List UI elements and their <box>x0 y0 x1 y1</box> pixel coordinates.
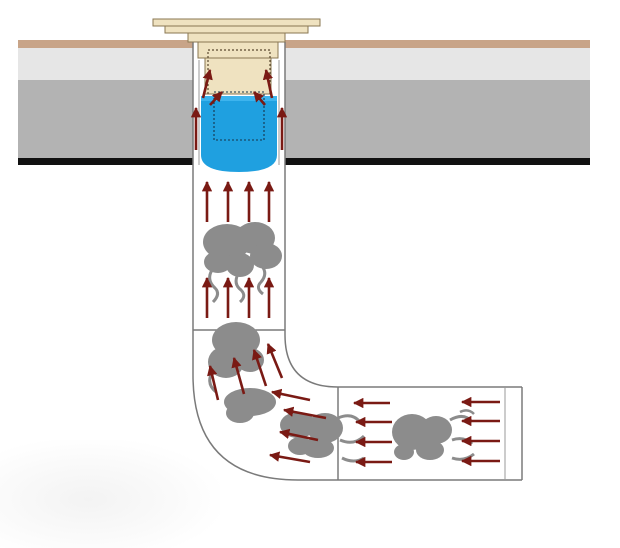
diagonal-arrow-icon <box>268 451 311 464</box>
concrete-slab <box>18 80 590 158</box>
diagonal-arrow-icon <box>253 91 266 106</box>
drain-strainer-body <box>204 57 272 95</box>
diagonal-arrow-icon <box>209 91 223 106</box>
pipe-inner-wall <box>284 42 522 388</box>
diagonal-arrow-icon <box>207 364 220 401</box>
floor-slab <box>18 40 590 165</box>
strainer-cup-outline <box>213 91 265 141</box>
floor-tile-layer <box>18 40 590 48</box>
floor-drain-cap <box>152 18 321 141</box>
airflow-arrows <box>190 68 500 468</box>
drain-grate-top <box>152 18 321 27</box>
diagonal-arrow-icon <box>266 343 284 379</box>
diagonal-arrow-icon <box>282 406 327 420</box>
pipe-outer-wall <box>192 42 522 481</box>
diagonal-arrow-icon <box>201 68 213 99</box>
floor-screed-layer <box>18 48 590 80</box>
background-glow <box>0 440 220 548</box>
diagonal-arrow-icon <box>231 356 246 395</box>
slab-bottom-edge <box>18 158 590 165</box>
diagonal-arrow-icon <box>262 68 274 99</box>
diagonal-arrow-icon <box>278 428 319 442</box>
water-seal <box>201 91 277 172</box>
water-body <box>201 96 277 172</box>
water-surface <box>201 96 277 101</box>
drain-body-neck <box>187 32 286 43</box>
smoke-cloud-icon <box>203 222 282 304</box>
diagonal-arrow-icon <box>252 349 268 387</box>
drain-grate-collar <box>164 25 309 34</box>
diagonal-arrow-icon <box>270 388 311 402</box>
smoke-cloud-icon <box>392 409 475 461</box>
